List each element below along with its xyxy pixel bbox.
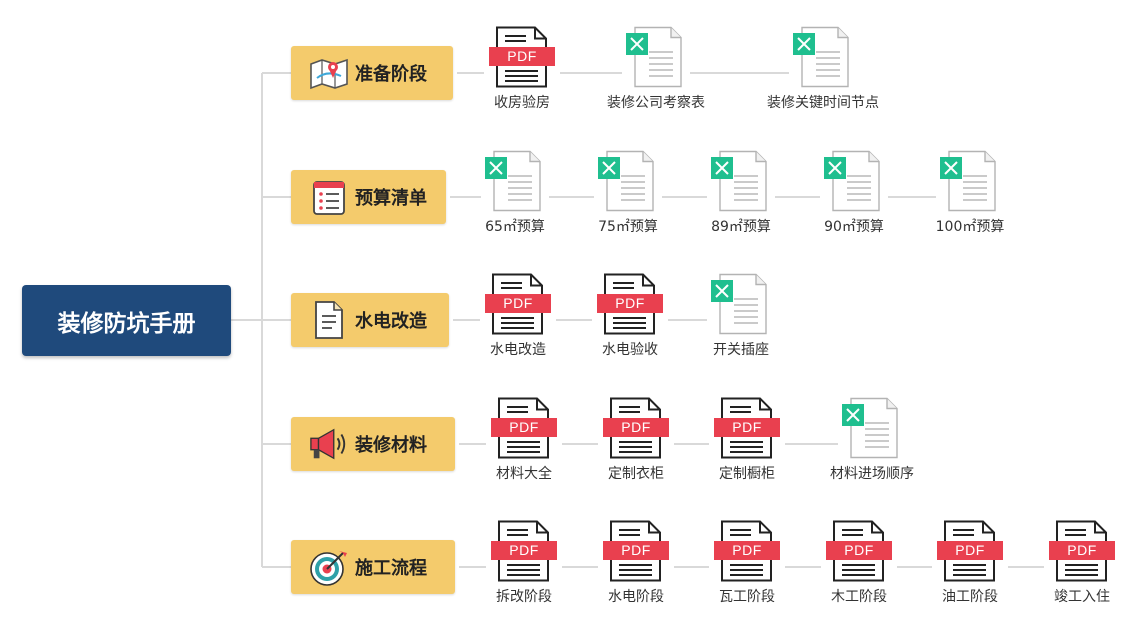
category-label: 水电改造 xyxy=(355,311,427,332)
pdf-file[interactable]: PDF 竣工入住 xyxy=(1022,520,1142,606)
pdf-badge-text: PDF xyxy=(509,419,539,435)
pdf-badge-text: PDF xyxy=(621,542,651,558)
pdf-file-icon: PDF xyxy=(1022,520,1142,582)
pdf-file-icon: PDF xyxy=(687,520,807,582)
pdf-file[interactable]: PDF 水电改造 xyxy=(458,273,578,359)
pdf-file[interactable]: PDF 定制衣柜 xyxy=(576,397,696,483)
pdf-file-icon: PDF xyxy=(464,520,584,582)
file-name: 装修公司考察表 xyxy=(607,95,705,111)
file-name: 100㎡预算 xyxy=(935,219,1005,235)
category-label: 施工流程 xyxy=(355,558,427,579)
file-name: 拆改阶段 xyxy=(496,589,552,605)
category-label: 准备阶段 xyxy=(355,64,427,85)
file-name: 定制橱柜 xyxy=(719,466,775,482)
excel-file-icon xyxy=(568,150,688,212)
category-node[interactable]: 水电改造 xyxy=(291,293,449,347)
pdf-file[interactable]: PDF 材料大全 xyxy=(464,397,584,483)
pdf-file[interactable]: PDF 油工阶段 xyxy=(910,520,1030,606)
map-icon xyxy=(309,53,349,93)
file-name: 竣工入住 xyxy=(1054,589,1110,605)
pdf-file[interactable]: PDF 水电阶段 xyxy=(576,520,696,606)
excel-file[interactable]: 100㎡预算 xyxy=(910,150,1030,236)
file-name: 水电改造 xyxy=(490,342,546,358)
pdf-badge-text: PDF xyxy=(615,295,645,311)
pdf-file-icon: PDF xyxy=(570,273,690,335)
category-node[interactable]: 装修材料 xyxy=(291,417,455,471)
excel-file-icon xyxy=(596,26,716,88)
excel-file-icon xyxy=(681,273,801,335)
file-name: 65㎡预算 xyxy=(485,219,545,235)
excel-file-icon xyxy=(910,150,1030,212)
pdf-badge-text: PDF xyxy=(507,48,537,64)
excel-file[interactable]: 装修公司考察表 xyxy=(596,26,716,112)
pdf-file-icon: PDF xyxy=(576,520,696,582)
file-name: 开关插座 xyxy=(713,342,769,358)
pdf-file-icon: PDF xyxy=(799,520,919,582)
file-name: 装修关键时间节点 xyxy=(767,95,879,111)
document-icon xyxy=(309,300,349,340)
excel-file[interactable]: 89㎡预算 xyxy=(681,150,801,236)
pdf-badge-text: PDF xyxy=(732,419,762,435)
pdf-badge-text: PDF xyxy=(621,419,651,435)
pdf-badge-text: PDF xyxy=(509,542,539,558)
pdf-badge-text: PDF xyxy=(955,542,985,558)
pdf-badge-text: PDF xyxy=(844,542,874,558)
pdf-file-icon: PDF xyxy=(462,26,582,88)
file-name: 收房验房 xyxy=(494,95,550,111)
excel-file[interactable]: 90㎡预算 xyxy=(794,150,914,236)
file-name: 材料进场顺序 xyxy=(830,466,914,482)
excel-file-icon xyxy=(455,150,575,212)
pdf-file-icon: PDF xyxy=(576,397,696,459)
file-name: 90㎡预算 xyxy=(824,219,884,235)
excel-file[interactable]: 75㎡预算 xyxy=(568,150,688,236)
file-name: 油工阶段 xyxy=(942,589,998,605)
pdf-file[interactable]: PDF 水电验收 xyxy=(570,273,690,359)
file-name: 水电阶段 xyxy=(608,589,664,605)
file-name: 材料大全 xyxy=(496,466,552,482)
category-label: 预算清单 xyxy=(355,188,427,209)
excel-file[interactable]: 材料进场顺序 xyxy=(812,397,932,483)
pdf-file[interactable]: PDF 瓦工阶段 xyxy=(687,520,807,606)
checklist-icon xyxy=(309,177,349,217)
pdf-badge-text: PDF xyxy=(1067,542,1097,558)
file-name: 水电验收 xyxy=(602,342,658,358)
pdf-file-icon: PDF xyxy=(458,273,578,335)
megaphone-icon xyxy=(309,424,349,464)
pdf-badge-text: PDF xyxy=(732,542,762,558)
file-name: 75㎡预算 xyxy=(598,219,658,235)
category-node[interactable]: 施工流程 xyxy=(291,540,455,594)
file-name: 定制衣柜 xyxy=(608,466,664,482)
file-name: 89㎡预算 xyxy=(711,219,771,235)
excel-file-icon xyxy=(812,397,932,459)
pdf-file[interactable]: PDF 木工阶段 xyxy=(799,520,919,606)
excel-file[interactable]: 装修关键时间节点 xyxy=(763,26,883,112)
pdf-file-icon: PDF xyxy=(687,397,807,459)
file-name: 木工阶段 xyxy=(831,589,887,605)
pdf-badge-text: PDF xyxy=(503,295,533,311)
pdf-file-icon: PDF xyxy=(464,397,584,459)
pdf-file[interactable]: PDF 收房验房 xyxy=(462,26,582,112)
excel-file[interactable]: 开关插座 xyxy=(681,273,801,359)
root-node[interactable]: 装修防坑手册 xyxy=(22,285,231,356)
excel-file-icon xyxy=(763,26,883,88)
pdf-file-icon: PDF xyxy=(910,520,1030,582)
excel-file-icon xyxy=(681,150,801,212)
excel-file[interactable]: 65㎡预算 xyxy=(455,150,575,236)
category-node[interactable]: 准备阶段 xyxy=(291,46,453,100)
category-label: 装修材料 xyxy=(355,435,427,456)
root-title: 装修防坑手册 xyxy=(57,310,196,337)
category-node[interactable]: 预算清单 xyxy=(291,170,446,224)
excel-file-icon xyxy=(794,150,914,212)
file-name: 瓦工阶段 xyxy=(719,589,775,605)
pdf-file[interactable]: PDF 拆改阶段 xyxy=(464,520,584,606)
target-icon xyxy=(309,547,349,587)
pdf-file[interactable]: PDF 定制橱柜 xyxy=(687,397,807,483)
